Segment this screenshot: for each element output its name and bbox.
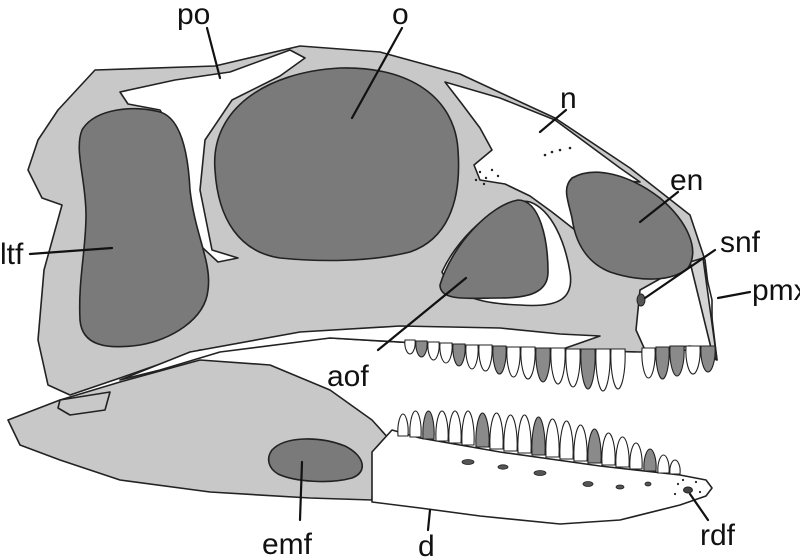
lower-tooth (601, 432, 616, 466)
premaxillary-tooth (655, 346, 670, 380)
external-naris (565, 171, 694, 280)
upper-tooth (565, 348, 581, 388)
upper-tooth (452, 343, 466, 367)
upper-teeth (404, 339, 716, 392)
laterotemporal-fenestra (78, 107, 210, 348)
antorbital-fenestra (439, 199, 549, 300)
label-aof: aof (327, 360, 369, 393)
premaxillary-tooth (669, 345, 685, 377)
dentary-foramina (461, 459, 652, 490)
upper-tooth (492, 345, 507, 375)
upper-tooth (427, 341, 440, 361)
lower-teeth (397, 410, 681, 475)
nasal-bone (444, 81, 641, 231)
upper-tooth (550, 347, 566, 385)
premaxillary-tooth (700, 345, 716, 373)
nasal-stipple (474, 146, 572, 186)
upper-tooth (506, 346, 521, 378)
upper-tooth (415, 340, 428, 358)
lower-tooth (559, 420, 574, 460)
upper-tooth (535, 347, 551, 383)
label-d: d (418, 530, 435, 559)
jugal-bone (119, 325, 601, 381)
lower-tooth (587, 428, 602, 464)
lower-tooth (657, 454, 670, 474)
label-snf: snf (720, 226, 761, 259)
label-ltf: ltf (0, 238, 24, 271)
lower-tooth (461, 410, 475, 446)
lower-tooth (669, 459, 681, 475)
lower-tooth (531, 416, 546, 456)
upper-tooth (439, 342, 453, 364)
upper-tooth (580, 348, 596, 390)
upper-tooth (595, 348, 611, 392)
lower-tooth (629, 442, 643, 470)
label-rdf: rdf (700, 519, 736, 552)
surangular-process (57, 391, 111, 416)
dentary (371, 429, 713, 525)
external-mandibular-fenestra (267, 438, 363, 483)
premaxilla-edge (689, 257, 718, 361)
lower-tooth (517, 414, 532, 454)
upper-tooth (465, 344, 479, 370)
premaxillary-tooth (641, 347, 656, 379)
lower-tooth (475, 412, 490, 448)
label-o: o (392, 0, 409, 31)
lower-tooth (573, 424, 588, 462)
upper-tooth (478, 344, 493, 372)
label-emf: emf (262, 528, 313, 559)
lower-tooth (409, 410, 422, 438)
label-n: n (560, 82, 577, 115)
lower-tooth (435, 410, 449, 442)
leader-lines (28, 26, 752, 532)
label-po: po (177, 0, 210, 31)
upper-tooth (520, 346, 536, 380)
rostral-dentary-foramen (673, 478, 702, 496)
lower-tooth (503, 414, 518, 452)
premaxillary-tooth (685, 345, 701, 375)
lower-tooth (615, 436, 630, 468)
lower-tooth (422, 410, 435, 440)
label-en: en (670, 164, 703, 197)
lower-tooth (397, 413, 409, 437)
lower-tooth (643, 448, 657, 472)
upper-tooth (610, 348, 626, 390)
subnarial-foramen (636, 293, 646, 307)
label-pmx: pmx (752, 274, 800, 307)
lower-tooth (489, 412, 504, 450)
orbit (213, 67, 460, 262)
lower-tooth (545, 418, 560, 458)
lower-tooth (448, 410, 462, 444)
upper-tooth (404, 339, 416, 355)
